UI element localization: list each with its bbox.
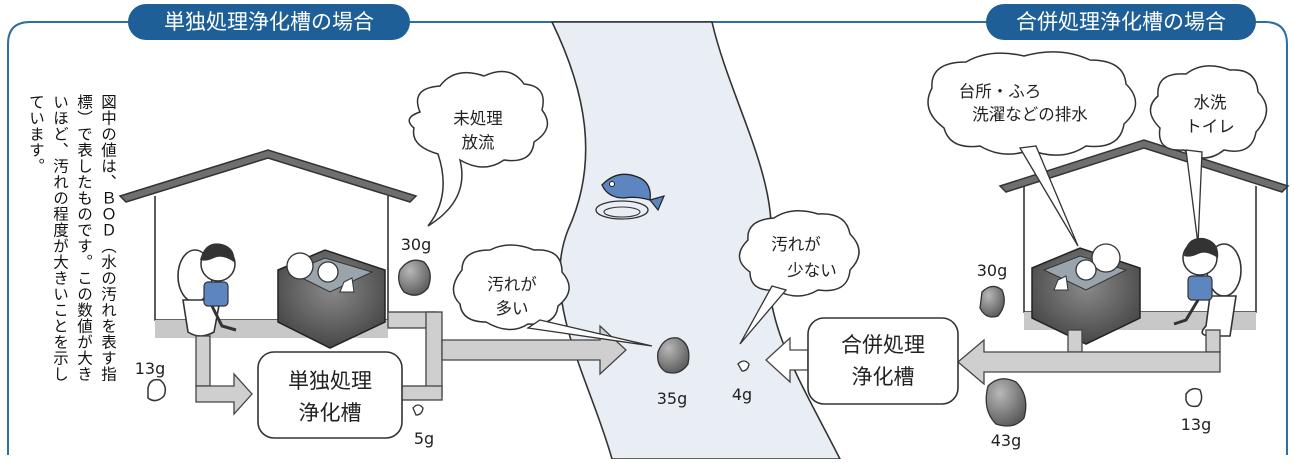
bubble-clean-line-1: 汚れが <box>771 235 821 254</box>
rock-30g-right <box>979 285 1005 318</box>
rock-43g <box>985 378 1027 427</box>
bubble-untreated-line-1: 未処理 <box>453 109 503 128</box>
left-tank-label-2: 浄化槽 <box>299 401 362 425</box>
value-13g-right: 13g <box>1181 415 1212 434</box>
bubble-clean: 汚れが 少ない <box>738 210 860 345</box>
right-bathtub <box>1031 243 1141 345</box>
value-30g-left: 30g <box>401 235 432 254</box>
bubble-untreated: 未処理 放流 <box>408 70 549 227</box>
bod-explanation-note: 図中の値は、ＢＯＤ（水の汚れを表す指標）で表したものです。この数値が大きいほど、… <box>27 94 117 382</box>
rock-30g-left <box>398 259 431 296</box>
value-43g: 43g <box>991 431 1022 450</box>
left-toilet-child <box>177 243 237 337</box>
right-toilet-child <box>1173 237 1242 337</box>
value-4g: 4g <box>732 385 752 404</box>
value-35g: 35g <box>657 389 688 408</box>
value-5g: 5g <box>414 429 434 448</box>
right-pipes <box>765 329 1221 386</box>
value-30g-right: 30g <box>977 261 1008 280</box>
left-tank-label-1: 単独処理 <box>288 369 372 393</box>
bubble-toilet-line-1: 水洗 <box>1194 93 1228 112</box>
rock-5g <box>412 404 424 416</box>
bubble-toilet: 水洗 トイレ <box>1149 65 1268 245</box>
right-section-title: 合併処理浄化槽の場合 <box>986 4 1256 40</box>
left-tank-box <box>257 351 403 439</box>
left-section-title: 単独処理浄化槽の場合 <box>128 4 410 40</box>
bubble-dirty-line-1: 汚れが <box>487 275 537 294</box>
bubble-toilet-line-2: トイレ <box>1185 117 1235 136</box>
bubble-kitchen: 台所・ふろ 洗濯などの排水 <box>927 51 1137 247</box>
left-bathtub <box>277 249 386 349</box>
rock-4g <box>737 360 750 372</box>
right-tank-box <box>807 317 959 405</box>
rock-13g-right <box>1185 387 1203 408</box>
rock-13g-left <box>147 378 167 402</box>
rock-35g <box>657 337 690 374</box>
bubble-clean-line-2: 少ない <box>787 261 837 280</box>
left-pipes <box>195 311 627 416</box>
right-tank-label-1: 合併処理 <box>841 333 925 357</box>
bubble-kitchen-line-2: 洗濯などの排水 <box>972 105 1088 124</box>
bubble-kitchen-line-1: 台所・ふろ <box>959 82 1042 101</box>
right-tank-label-2: 浄化槽 <box>852 365 915 389</box>
bubble-untreated-line-2: 放流 <box>462 133 495 152</box>
bubble-dirty-line-2: 多い <box>496 299 529 318</box>
value-13g-left: 13g <box>135 359 166 378</box>
bubble-dirty: 汚れが 多い <box>452 244 653 347</box>
fish-icon <box>595 173 666 220</box>
